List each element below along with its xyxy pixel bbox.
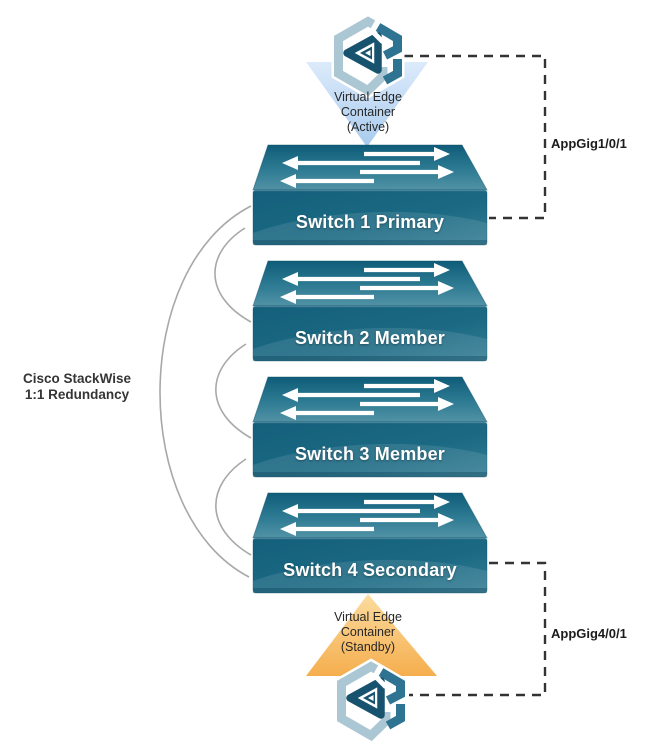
container-hexagon-icon-active [339, 22, 398, 91]
switch-4-label: Switch 4 Secondary [283, 560, 457, 580]
appgig1-link [404, 54, 547, 220]
switch-2-label: Switch 2 Member [294, 328, 446, 348]
switch-1-label: Switch 1 Primary [295, 212, 445, 232]
stackwise-annotation: Cisco StackWise 1:1 Redundancy [23, 371, 131, 402]
stackwise-cable-3-4 [215, 458, 252, 556]
appgig4-link [409, 561, 547, 697]
standby-endpoint-label: Virtual Edge Container (Standby) [334, 610, 402, 654]
container-hexagon-icon-standby [342, 667, 401, 736]
stackwise-cables [159, 205, 252, 578]
active-endpoint-label: Virtual Edge Container (Active) [334, 90, 402, 134]
stackwise-cable-ring [159, 205, 252, 578]
switch-3-label: Switch 3 Member [294, 444, 446, 464]
appgig1-label: AppGig1/0/1 [551, 136, 627, 151]
active-funnel [306, 62, 428, 147]
stackwise-cable-2-3 [215, 343, 252, 439]
appgig4-label: AppGig4/0/1 [551, 626, 627, 641]
stackwise-cable-1-2 [214, 227, 252, 323]
standby-funnel [306, 594, 437, 676]
